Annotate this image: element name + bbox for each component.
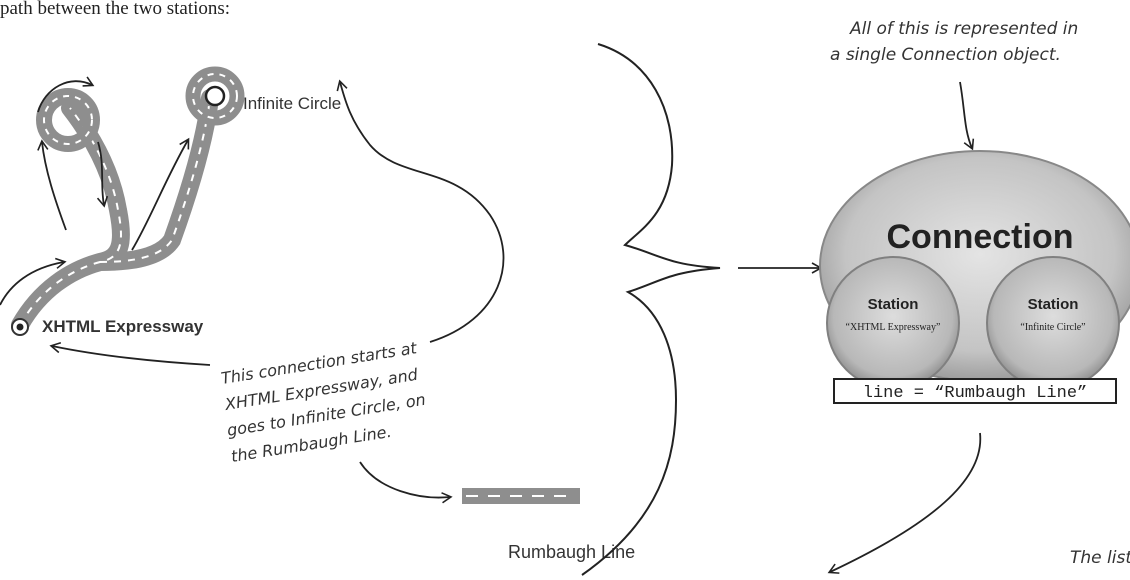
bottom-right-note: The list [1070,548,1130,568]
annotation-arrows [49,79,505,504]
line-field: line = “Rumbaugh Line” [833,378,1117,404]
line-field-text: line = “Rumbaugh Line” [863,384,1087,403]
curly-brace [581,43,721,576]
station-marker-xhtml-expressway [11,318,29,336]
line-label: Rumbaugh Line [508,542,635,562]
station-object-left-value: “XHTML Expressway” [846,322,941,333]
connection-title: Connection [887,218,1074,256]
connection-object: Connection Station “XHTML Expressway” St… [819,150,1130,404]
station-object-left: Station “XHTML Expressway” [826,256,960,390]
top-right-note: All of this is represented in a single C… [830,19,1078,65]
station-label-infinite-circle: Infinite Circle [243,94,341,113]
station-object-right-value: “Infinite Circle” [1020,322,1085,333]
intro-text: path between the two stations: [0,0,230,19]
connection-note: This connection starts at XHTML Expressw… [220,338,427,466]
direction-arrows [0,76,190,306]
station-marker-infinite-circle [204,85,226,107]
svg-text:a single Connection object.: a single Connection object. [830,45,1061,65]
station-object-right: Station “Infinite Circle” [986,256,1120,390]
station-label-xhtml-expressway: XHTML Expressway [42,317,204,336]
road-map [11,66,245,336]
object-down-arrow [827,432,982,574]
line-legend [462,488,580,504]
svg-text:All of this is represented in: All of this is represented in [849,19,1078,39]
top-right-note-arrow [959,81,975,151]
station-object-left-title: Station [868,296,919,313]
station-object-right-title: Station [1028,296,1079,313]
